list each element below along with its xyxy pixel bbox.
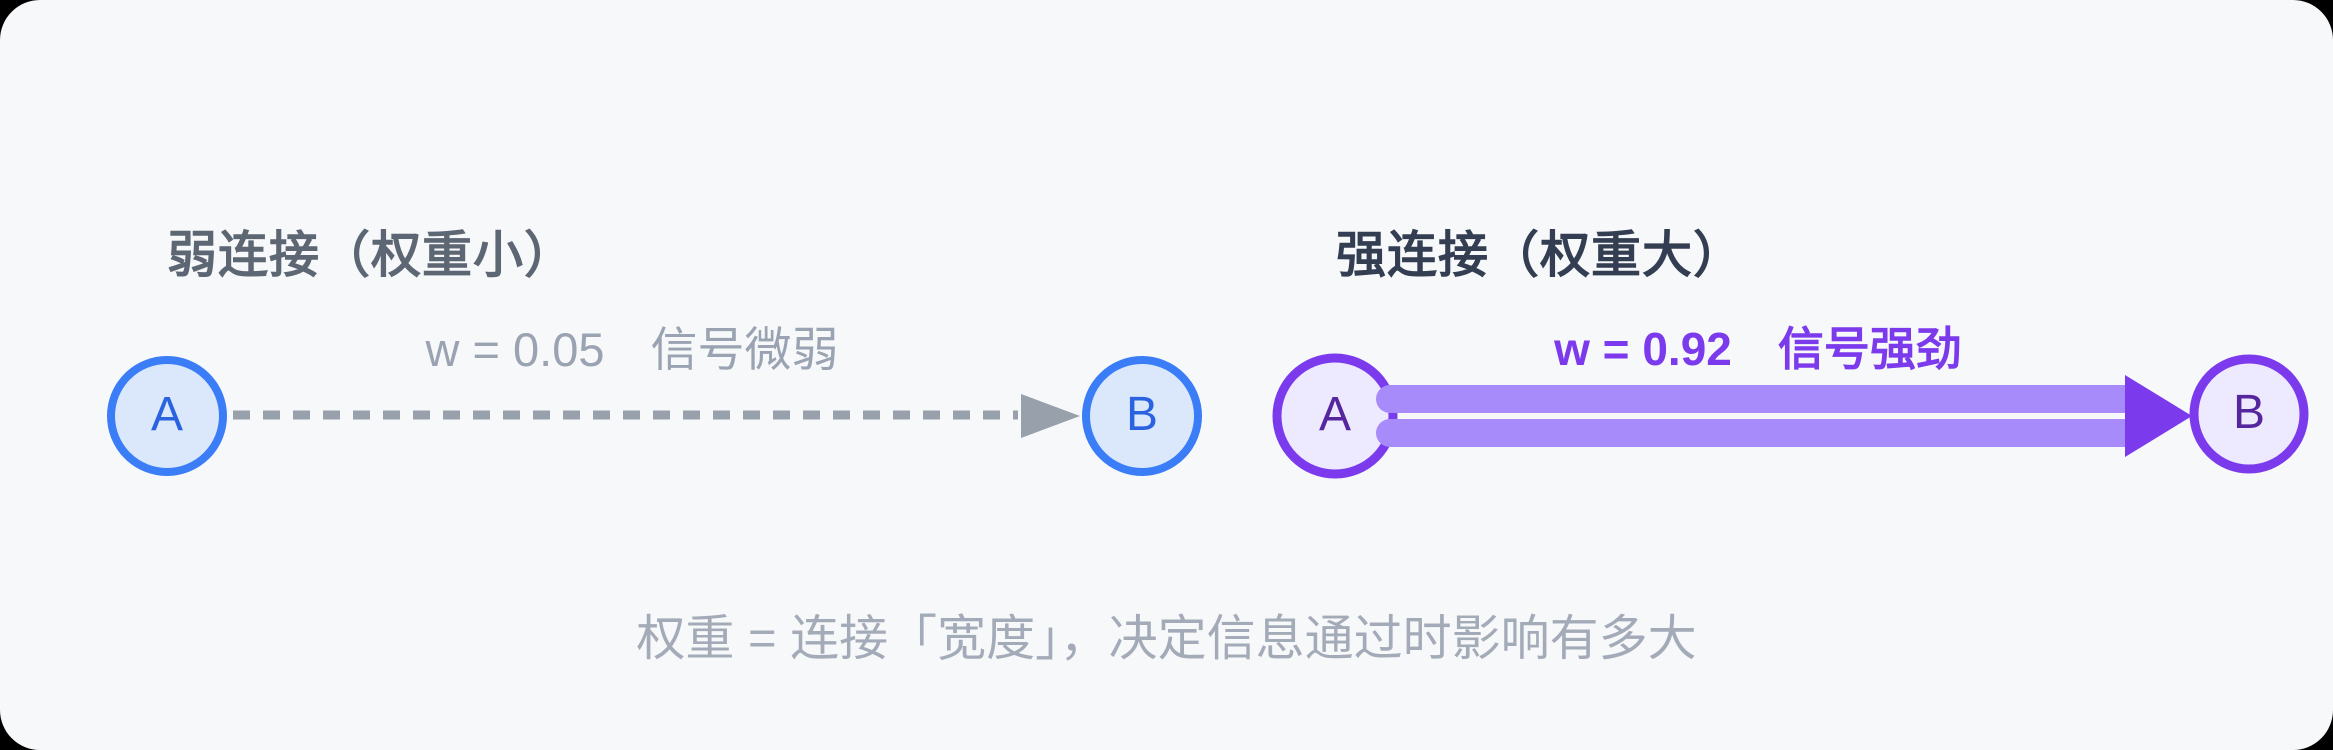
weak-node-a-circle [107,356,227,476]
strong-signal-text: 信号强劲 [1777,323,1962,375]
weak-section-title: 弱连接（权重小） [167,227,575,283]
weight-explanation-caption: 权重 = 连接「宽度」，决定信息通过时影响有多大 [636,612,1697,666]
weak-edge-label: w = 0.05 信号微弱 [232,324,1032,376]
strong-node-b-circle [2189,354,2309,474]
weak-weight-value: w = 0.05 [425,323,605,376]
weak-node-a-label: A [150,388,184,442]
strong-node-a-label: A [1318,388,1352,442]
weak-signal-text: 信号微弱 [650,323,839,376]
strong-edge-label: w = 0.92 信号强劲 [1390,324,2126,375]
strong-weight-value: w = 0.92 [1554,323,1732,375]
strong-section-title: 强连接（权重大） [1336,227,1744,283]
strong-node-b-label: B [2232,386,2266,440]
weak-node-b-circle [1082,356,1202,476]
weak-node-b-label: B [1125,388,1159,442]
strong-arrowhead-icon [2125,375,2192,457]
weak-arrowhead-icon [1021,394,1080,438]
strong-node-a-circle [1272,353,1398,479]
